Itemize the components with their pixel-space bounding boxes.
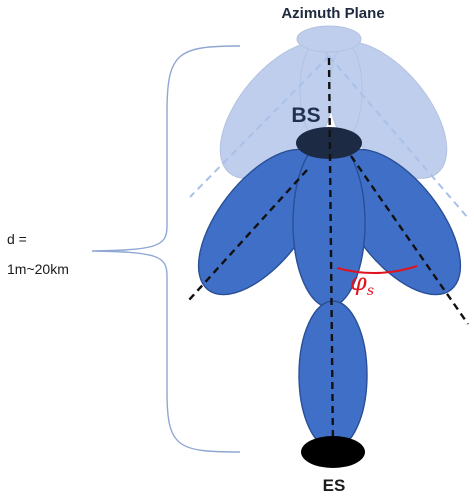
- angle-symbol: φ: [350, 268, 367, 296]
- distance-label-line2: 1m~20km: [7, 261, 69, 277]
- faded-beam-top-cap: [296, 25, 362, 53]
- main-dashed-lines: [188, 57, 469, 449]
- dashed-line-center: [327, 57, 335, 449]
- es-label: ES: [323, 476, 346, 495]
- upper-dashed-lines: [189, 55, 469, 219]
- dashed-line-left: [188, 169, 308, 301]
- dashed-line-upper-left: [189, 55, 330, 198]
- angle-subscript: s: [367, 283, 374, 299]
- dashed-line-right: [350, 155, 469, 325]
- diagram-title: Azimuth Plane: [281, 5, 384, 22]
- bs-label: BS: [291, 104, 320, 127]
- distance-brace: [91, 45, 241, 453]
- es-node: [301, 436, 365, 468]
- distance-label-line1: d =: [7, 231, 27, 247]
- angle-label: φs: [350, 268, 374, 299]
- angle-arc: [336, 265, 418, 274]
- upper-faded-beams: [219, 25, 448, 179]
- faded-beam-center-right: [329, 43, 363, 137]
